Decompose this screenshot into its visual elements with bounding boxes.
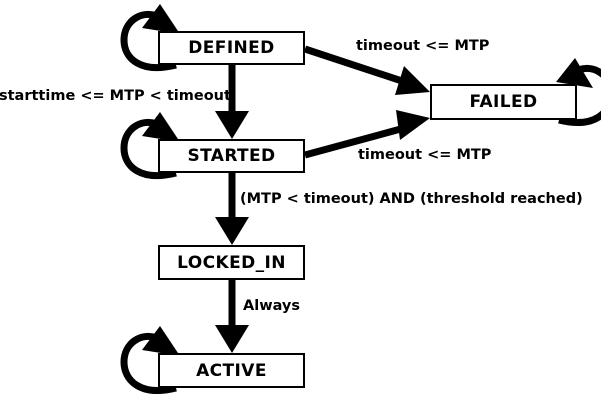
edge-started-to-failed [304,110,430,159]
edge-defined-to-failed [303,45,430,95]
edge-label-starttime-condition: starttime <= MTP < timeout [0,88,231,104]
state-label-started: STARTED [187,146,276,166]
state-label-active: ACTIVE [196,360,267,381]
state-node-failed[interactable]: FAILED [430,84,577,120]
state-label-locked-in: LOCKED_IN [177,252,286,273]
edge-defined-to-started [215,65,249,139]
state-node-defined[interactable]: DEFINED [158,31,305,65]
edge-label-always-condition: Always [243,298,301,314]
state-node-active[interactable]: ACTIVE [158,353,305,388]
edge-label-timeout-condition-top: timeout <= MTP [356,38,490,54]
edge-defined-self-loop [120,4,180,72]
edge-lockedin-to-active [215,280,249,353]
edge-label-threshold-condition: (MTP < timeout) AND (threshold reached) [240,191,583,207]
edge-active-self-loop [120,326,180,394]
state-node-locked-in[interactable]: LOCKED_IN [158,245,305,280]
edge-label-timeout-condition-bottom: timeout <= MTP [358,147,492,163]
edge-started-self-loop [120,112,180,180]
edge-failed-self-loop [556,58,601,126]
edge-started-to-lockedin [215,173,249,245]
state-label-defined: DEFINED [188,38,275,58]
state-node-started[interactable]: STARTED [158,139,305,173]
state-label-failed: FAILED [469,92,538,112]
